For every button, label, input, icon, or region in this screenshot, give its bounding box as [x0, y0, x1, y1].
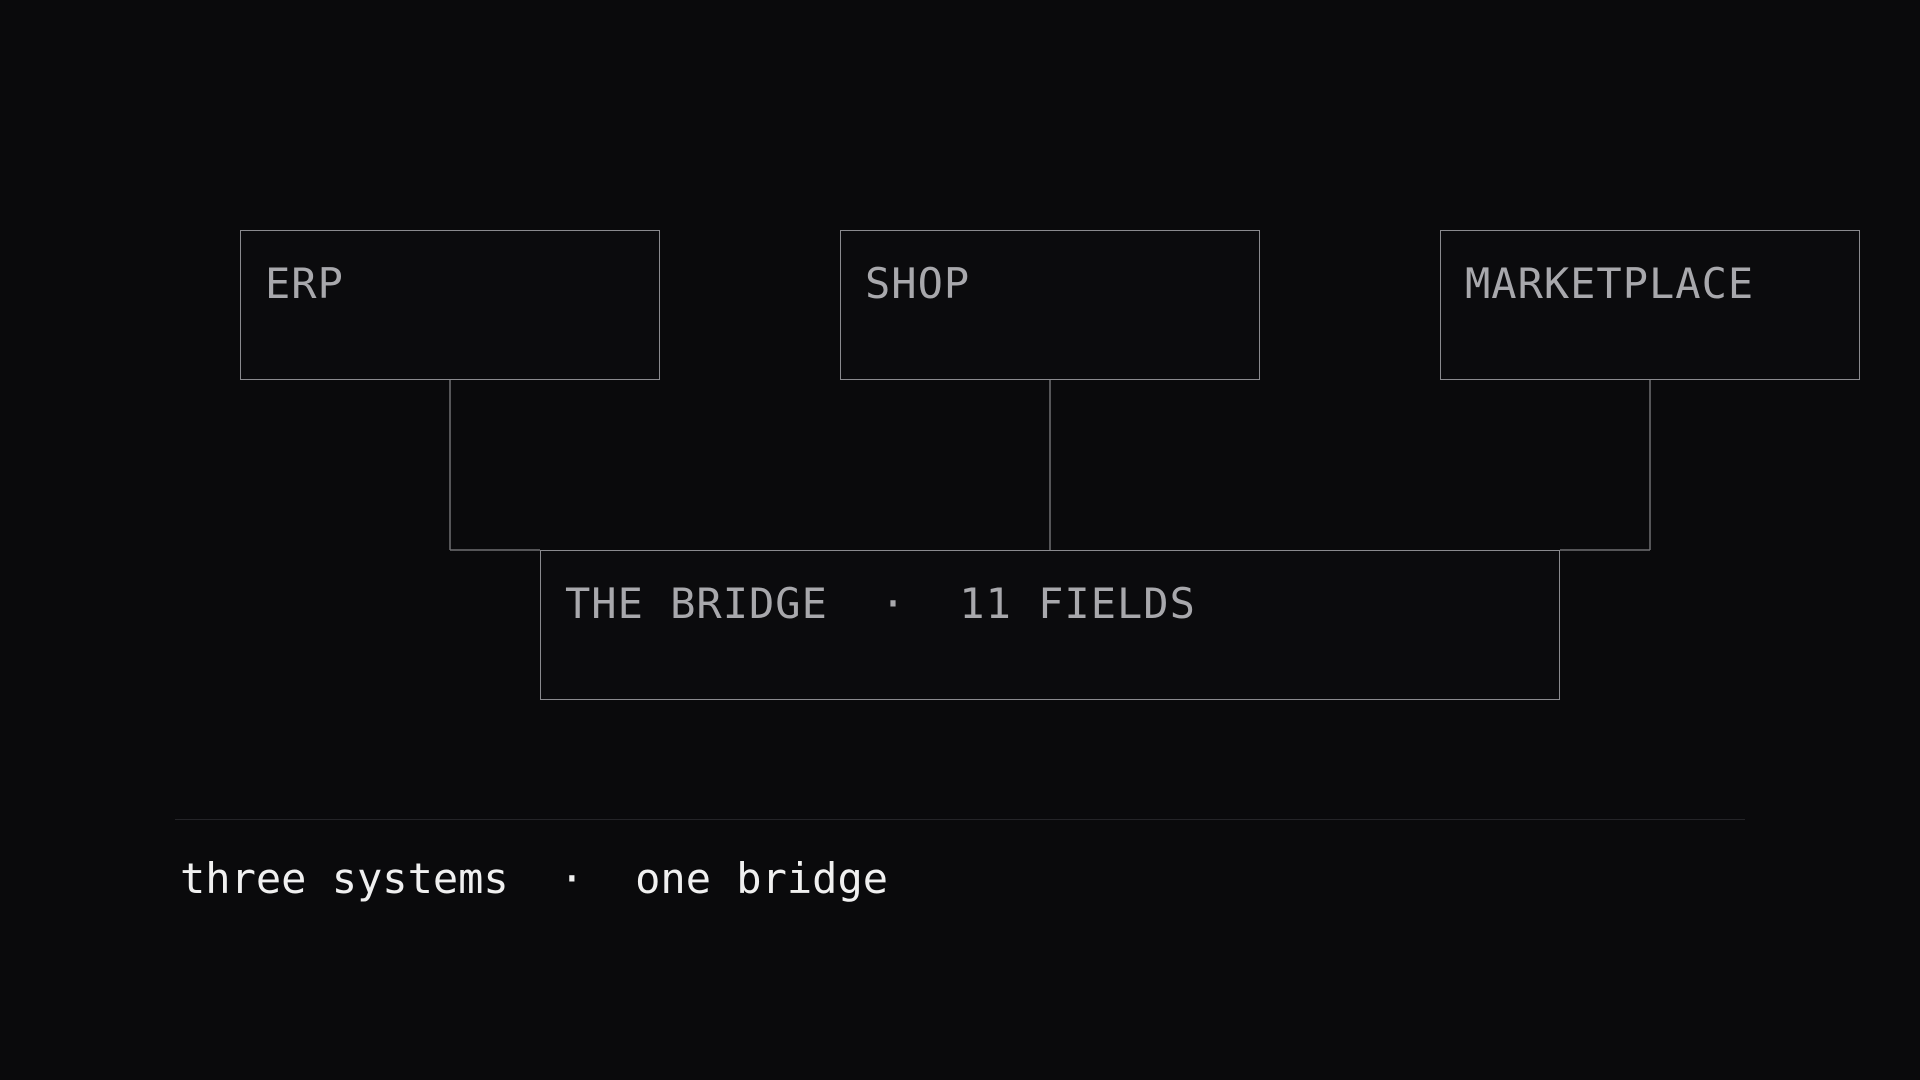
caption-text: three systems · one bridge	[180, 854, 889, 903]
node-bridge-label: THE BRIDGE · 11 FIELDS	[565, 579, 1196, 628]
divider-line	[175, 819, 1745, 820]
node-marketplace-label: MARKETPLACE	[1465, 259, 1755, 308]
node-erp-label: ERP	[265, 259, 344, 308]
node-shop: SHOP	[840, 230, 1260, 380]
node-marketplace: MARKETPLACE	[1440, 230, 1860, 380]
node-erp: ERP	[240, 230, 660, 380]
node-bridge: THE BRIDGE · 11 FIELDS	[540, 550, 1560, 700]
node-shop-label: SHOP	[865, 259, 971, 308]
